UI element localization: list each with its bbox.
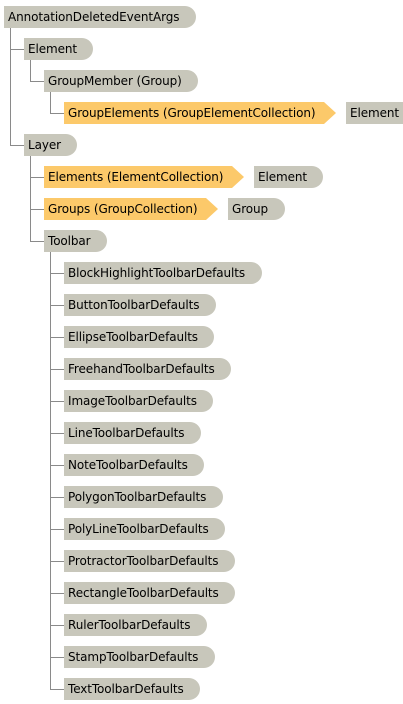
class-node-freehandtoolbardefaults: FreehandToolbarDefaults xyxy=(64,358,231,380)
class-node-notetoolbardefaults: NoteToolbarDefaults xyxy=(64,454,204,476)
connector-horizontal xyxy=(50,497,64,498)
connector-horizontal xyxy=(10,49,24,50)
class-node-element: Element xyxy=(254,166,323,188)
connector-horizontal xyxy=(50,593,64,594)
property-node-groupelements-groupelementcollection: GroupElements (GroupElementCollection) xyxy=(64,102,336,124)
class-node-protractortoolbardefaults: ProtractorToolbarDefaults xyxy=(64,550,235,572)
connector-horizontal xyxy=(50,337,64,338)
connector-horizontal xyxy=(50,657,64,658)
class-node-rectangletoolbardefaults: RectangleToolbarDefaults xyxy=(64,582,235,604)
connector-horizontal xyxy=(50,689,64,690)
connector-horizontal xyxy=(50,401,64,402)
class-node-groupmember-group: GroupMember (Group) xyxy=(44,70,198,92)
class-node-annotationdeletedeventargs: AnnotationDeletedEventArgs xyxy=(4,6,196,28)
connector-horizontal xyxy=(30,241,44,242)
connector-horizontal xyxy=(50,273,64,274)
class-node-blockhighlighttoolbardefaults: BlockHighlightToolbarDefaults xyxy=(64,262,262,284)
connector-horizontal xyxy=(30,209,44,210)
connector-vertical xyxy=(50,252,51,690)
connector-vertical xyxy=(30,156,31,242)
class-node-ellipsetoolbardefaults: EllipseToolbarDefaults xyxy=(64,326,214,348)
class-node-element: Element xyxy=(24,38,93,60)
class-node-polylinetoolbardefaults: PolyLineToolbarDefaults xyxy=(64,518,225,540)
class-node-texttoolbardefaults: TextToolbarDefaults xyxy=(64,678,200,700)
connector-horizontal xyxy=(50,369,64,370)
class-node-element: Element xyxy=(346,102,403,124)
property-node-groups-groupcollection: Groups (GroupCollection) xyxy=(44,198,218,220)
connector-horizontal xyxy=(50,113,64,114)
class-node-linetoolbardefaults: LineToolbarDefaults xyxy=(64,422,201,444)
connector-horizontal xyxy=(50,529,64,530)
connector-horizontal xyxy=(30,81,44,82)
class-node-toolbar: Toolbar xyxy=(44,230,107,252)
connector-vertical xyxy=(10,28,11,146)
class-node-buttontoolbardefaults: ButtonToolbarDefaults xyxy=(64,294,216,316)
connector-horizontal xyxy=(30,177,44,178)
connector-horizontal xyxy=(50,465,64,466)
class-node-imagetoolbardefaults: ImageToolbarDefaults xyxy=(64,390,213,412)
class-node-rulertoolbardefaults: RulerToolbarDefaults xyxy=(64,614,207,636)
class-node-stamptoolbardefaults: StampToolbarDefaults xyxy=(64,646,215,668)
connector-vertical xyxy=(50,92,51,114)
class-node-layer: Layer xyxy=(24,134,77,156)
connector-horizontal xyxy=(50,625,64,626)
connector-horizontal xyxy=(50,561,64,562)
property-node-elements-elementcollection: Elements (ElementCollection) xyxy=(44,166,244,188)
connector-horizontal xyxy=(50,305,64,306)
class-node-polygontoolbardefaults: PolygonToolbarDefaults xyxy=(64,486,223,508)
connector-horizontal xyxy=(50,433,64,434)
connector-vertical xyxy=(30,60,31,82)
connector-horizontal xyxy=(10,145,24,146)
class-node-group: Group xyxy=(228,198,285,220)
